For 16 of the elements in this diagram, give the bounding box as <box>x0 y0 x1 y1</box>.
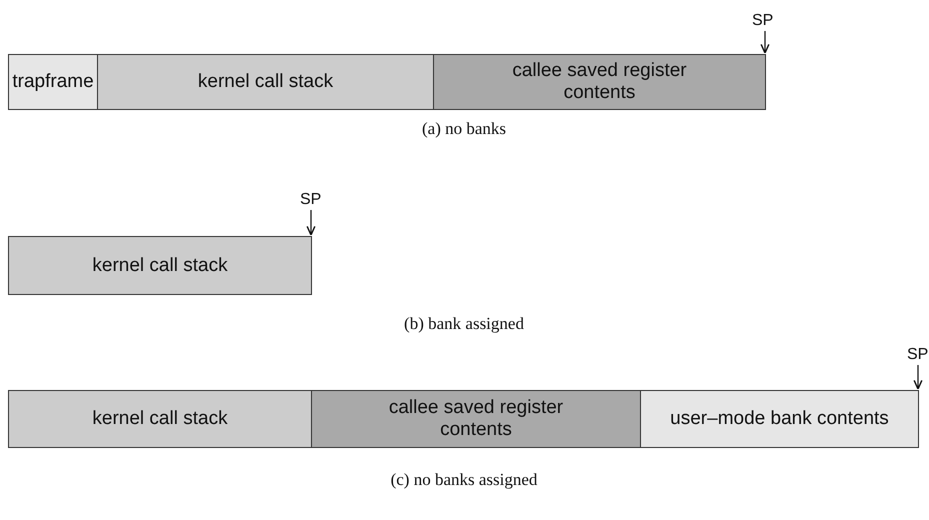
stack-segment: kernel call stack <box>8 236 312 295</box>
stack-segment: kernel call stack <box>8 390 312 448</box>
pointer-label: SP <box>300 191 322 209</box>
pointer-arrow <box>760 31 770 54</box>
stack-segment: callee saved register contents <box>433 54 766 110</box>
caption: (c) no banks assigned <box>390 470 538 490</box>
caption: (b) bank assigned <box>404 314 524 334</box>
stack-segment: callee saved register contents <box>311 390 641 448</box>
pointer-arrow <box>306 210 316 236</box>
stack-segment: kernel call stack <box>97 54 434 110</box>
stack-segment: user–mode bank contents <box>640 390 919 448</box>
stack-segment: trapframe <box>8 54 98 110</box>
pointer-label: SP <box>907 346 928 364</box>
pointer-arrow <box>913 365 923 390</box>
caption: (a) no banks <box>422 119 506 139</box>
pointer-label: SP <box>752 12 774 30</box>
